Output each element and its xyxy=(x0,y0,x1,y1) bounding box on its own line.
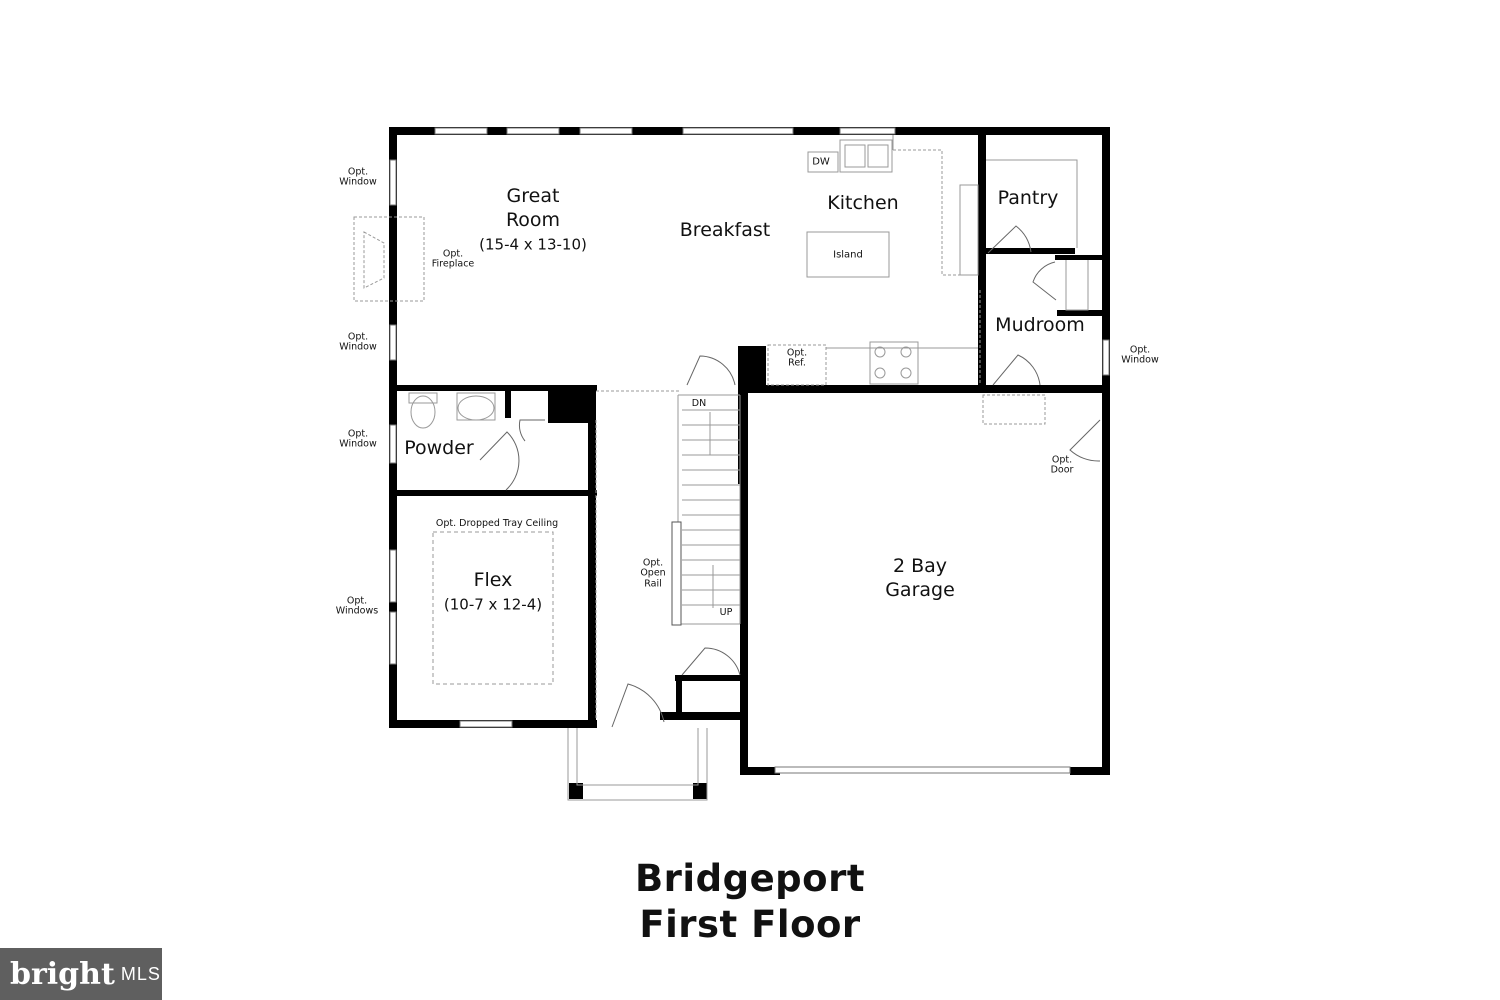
opt-window-mid-note: Opt.Window xyxy=(339,331,377,353)
pantry-label: Pantry xyxy=(997,187,1059,210)
fixtures xyxy=(353,135,1089,801)
great-room-label: Great xyxy=(506,185,560,208)
stairs-down-label: DN xyxy=(691,397,707,409)
opt-tray-ceiling-note: Opt. Dropped Tray Ceiling xyxy=(435,517,559,529)
plan-title: Bridgeport First Floor xyxy=(635,856,865,948)
opt-window-powder-note: Opt.Window xyxy=(339,428,377,450)
garage-label: 2 Bay xyxy=(892,555,948,578)
great-room-label-2: Room xyxy=(505,209,561,232)
dishwasher-label: DW xyxy=(812,156,830,168)
flex-label: Flex xyxy=(473,569,513,592)
garage-label-2: Garage xyxy=(885,579,955,602)
logo-suffix: MLS xyxy=(120,963,161,984)
opt-refrigerator-note: Opt.Ref. xyxy=(786,347,808,369)
opt-window-mudroom-note: Opt.Window xyxy=(1121,344,1159,366)
opt-door-note: Opt.Door xyxy=(1050,454,1074,476)
island-label: Island xyxy=(833,249,863,261)
kitchen-label: Kitchen xyxy=(827,192,899,215)
opt-windows-flex-note: Opt.Windows xyxy=(335,595,379,617)
bright-mls-logo: bright MLS xyxy=(0,948,162,1000)
door-swings xyxy=(479,225,1101,728)
plan-title-line1: Bridgeport xyxy=(634,857,866,900)
interior-walls xyxy=(389,127,1110,799)
flex-dimensions: (10-7 x 12-4) xyxy=(443,595,543,614)
powder-label: Powder xyxy=(404,437,474,460)
opt-window-top-note: Opt.Window xyxy=(339,166,377,188)
plan-title-line2: First Floor xyxy=(639,903,861,946)
stairs-up-label: UP xyxy=(719,606,733,618)
logo-brand: bright xyxy=(10,956,115,992)
mudroom-label: Mudroom xyxy=(995,314,1085,337)
great-room-dimensions: (15-4 x 13-10) xyxy=(479,235,587,254)
windows xyxy=(389,127,1110,774)
opt-fireplace-note: Opt.Fireplace xyxy=(431,248,475,270)
breakfast-label: Breakfast xyxy=(679,219,771,242)
